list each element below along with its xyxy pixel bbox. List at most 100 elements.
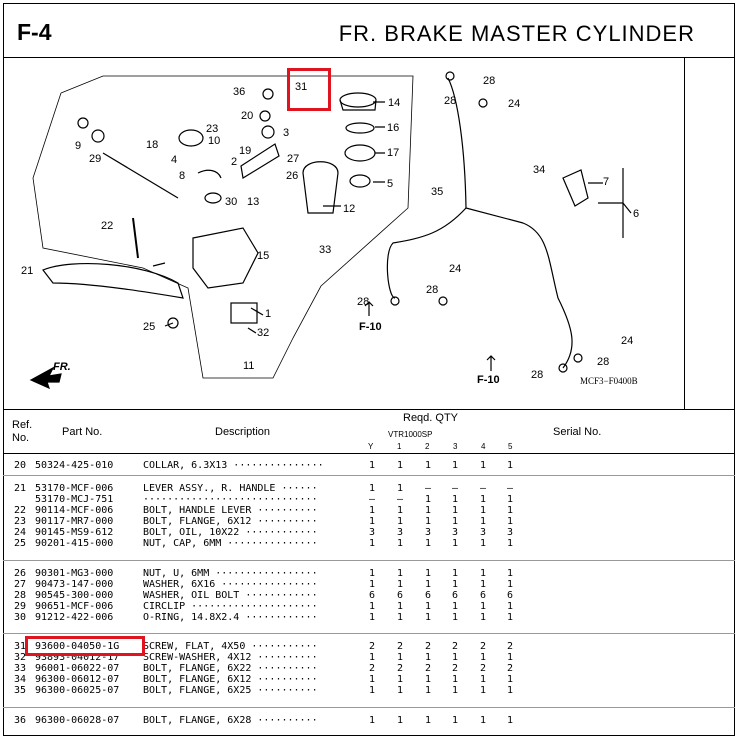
qty: 1	[479, 601, 487, 612]
qty: 1	[506, 674, 514, 685]
frame-ref: F-10	[359, 321, 382, 333]
ref-no: 35	[14, 685, 27, 696]
qty: 6	[368, 590, 376, 601]
group-separator	[3, 707, 735, 708]
qty: 1	[506, 579, 514, 590]
qty: 1	[506, 568, 514, 579]
ref-no: 20	[14, 460, 27, 471]
description: ·····························	[143, 494, 318, 505]
callout: 5	[387, 178, 394, 190]
part-no: 96300-06012-07	[35, 674, 120, 685]
qty: 1	[424, 516, 432, 527]
qty: 1	[506, 652, 514, 663]
ref-no: 36	[14, 715, 27, 726]
qty: –	[451, 483, 459, 494]
ref-no: 30	[14, 612, 27, 623]
qty: 1	[396, 601, 404, 612]
qty: 1	[479, 460, 487, 471]
callout: 9	[75, 140, 82, 152]
callout: 27	[287, 153, 300, 165]
qty: 1	[368, 601, 376, 612]
qty: 1	[479, 579, 487, 590]
ref-no: 32	[14, 652, 27, 663]
part-no: 90145-MS9-612	[35, 527, 114, 538]
qty: 2	[368, 663, 376, 674]
qty: 1	[424, 685, 432, 696]
qty: 1	[451, 601, 459, 612]
qty: 1	[368, 483, 376, 494]
part-no: 96300-06025-07	[35, 685, 120, 696]
highlight-callout-31	[287, 68, 331, 111]
qty: 1	[506, 516, 514, 527]
part-no: 90114-MCF-006	[35, 505, 114, 516]
callout: 33	[319, 244, 332, 256]
qty: 6	[396, 590, 404, 601]
qty: 1	[368, 568, 376, 579]
description: O-RING, 14.8X2.4 ············	[143, 612, 318, 623]
callout: 28	[426, 284, 439, 296]
qty: 1	[396, 652, 404, 663]
qty: 1	[451, 715, 459, 726]
part-no: 90201-415-000	[35, 538, 114, 549]
qty-col-header: 1	[397, 442, 402, 451]
callout: 11	[243, 360, 255, 372]
qty: 3	[396, 527, 404, 538]
callout: 23	[206, 123, 219, 135]
qty: 3	[479, 527, 487, 538]
ref-no: 22	[14, 505, 27, 516]
qty: 2	[479, 663, 487, 674]
description: NUT, U, 6MM ·················	[143, 568, 318, 579]
qty: 3	[424, 527, 432, 538]
callout: 22	[101, 220, 114, 232]
description: BOLT, FLANGE, 6X25 ··········	[143, 685, 318, 696]
qty: 6	[451, 590, 459, 601]
table-header-rule	[3, 453, 735, 454]
qty: 1	[368, 460, 376, 471]
qty: 1	[368, 538, 376, 549]
fr-arrow-label: FR.	[53, 361, 71, 373]
ref-no: 25	[14, 538, 27, 549]
callout: 28	[483, 75, 496, 87]
qty: 1	[506, 494, 514, 505]
ref-no: 21	[14, 483, 27, 494]
qty: 1	[424, 568, 432, 579]
callout: 26	[286, 170, 299, 182]
diagram-drawing	[29, 71, 632, 390]
part-no: 90545-300-000	[35, 590, 114, 601]
qty: 1	[424, 579, 432, 590]
callout: 8	[179, 170, 186, 182]
qty: 1	[506, 460, 514, 471]
qty: 1	[479, 674, 487, 685]
serial-no-header: Serial No.	[553, 426, 602, 438]
qty: 1	[424, 505, 432, 516]
qty-col-header: Y	[368, 442, 374, 451]
description: BOLT, FLANGE, 6X22 ··········	[143, 663, 318, 674]
callout: 28	[357, 296, 370, 308]
qty: 1	[396, 685, 404, 696]
description: WASHER, OIL BOLT ············	[143, 590, 318, 601]
qty: 1	[479, 505, 487, 516]
qty: 1	[451, 538, 459, 549]
qty: 3	[506, 527, 514, 538]
qty: 1	[396, 538, 404, 549]
qty: 1	[368, 516, 376, 527]
qty: –	[396, 494, 404, 505]
qty: 2	[424, 641, 432, 652]
qty: 2	[368, 641, 376, 652]
callout: 6	[633, 208, 640, 220]
qty: 2	[479, 641, 487, 652]
reqd-qty-header: Reqd. QTY	[403, 412, 459, 424]
qty-col-header: 4	[481, 442, 486, 451]
qty: 1	[424, 494, 432, 505]
qty: 1	[479, 538, 487, 549]
callout-31: 31	[295, 81, 308, 93]
qty: 1	[424, 652, 432, 663]
part-no: 93893-04012-17	[35, 652, 120, 663]
qty: 1	[424, 674, 432, 685]
callout: 20	[241, 110, 254, 122]
